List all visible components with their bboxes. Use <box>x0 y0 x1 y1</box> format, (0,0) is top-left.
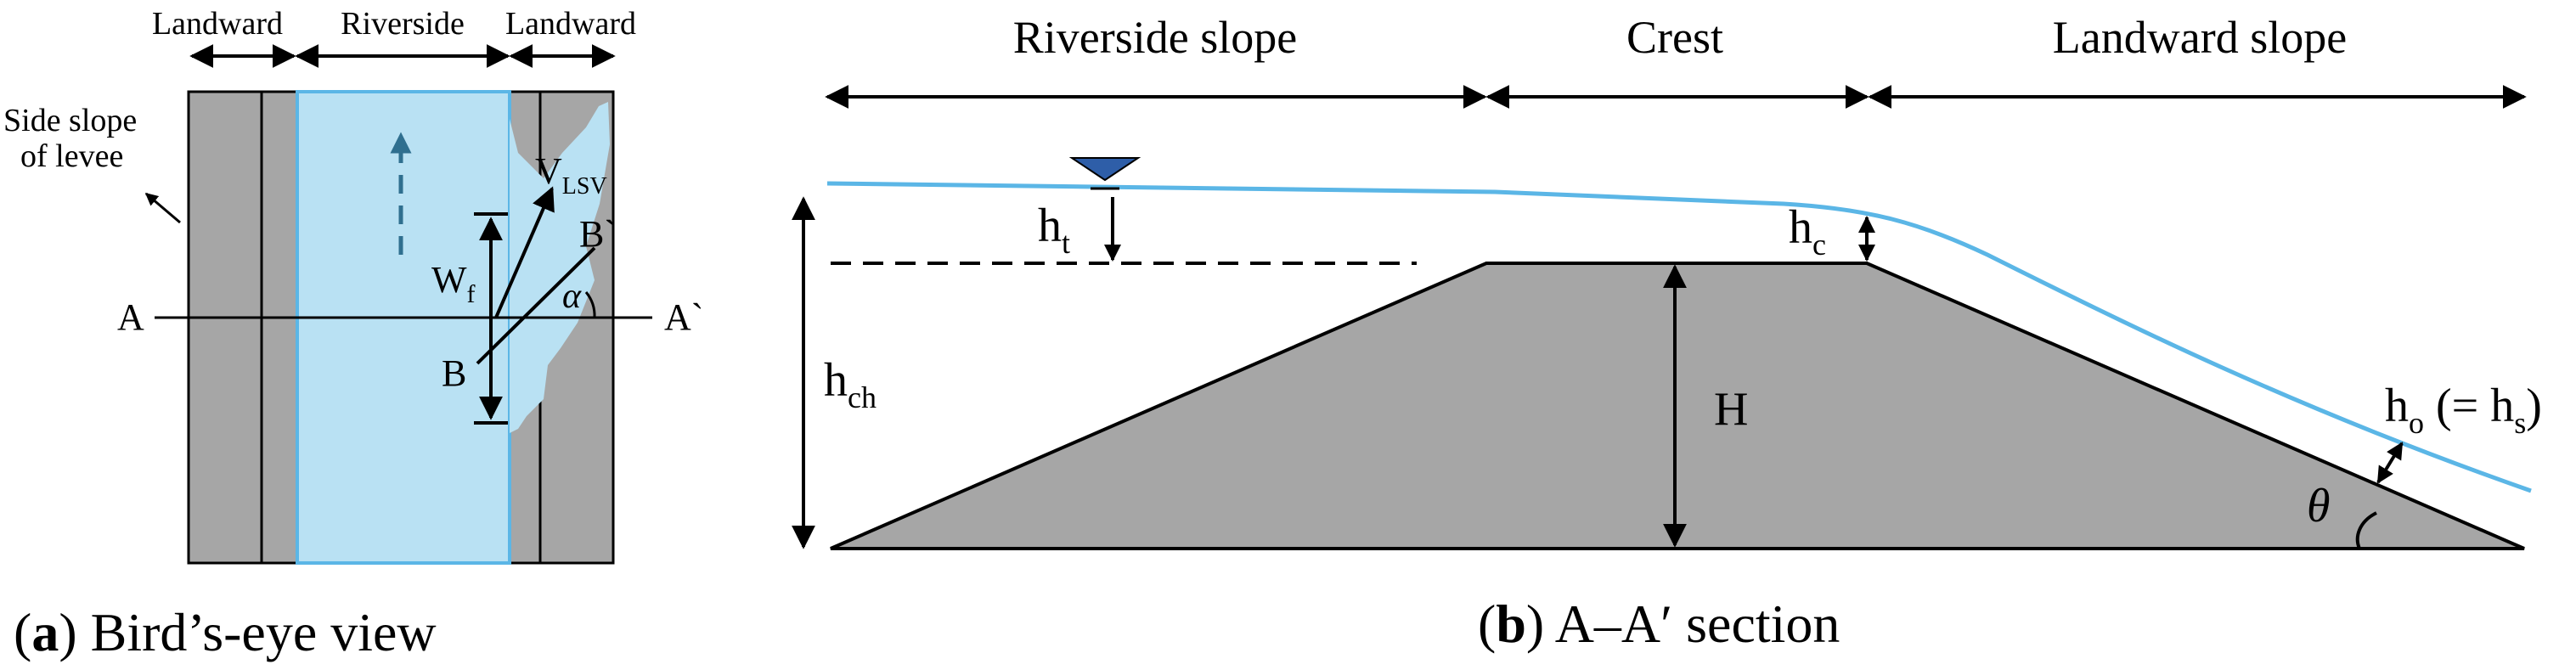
water-level-marker <box>1068 157 1141 182</box>
side-slope-label-line2: of levee <box>20 138 123 174</box>
side-slope-pointer <box>144 192 181 224</box>
breach-line-BB <box>476 246 596 365</box>
label-B: B <box>442 352 466 394</box>
header-landward-left: Landward <box>152 6 283 42</box>
river-channel <box>296 90 511 565</box>
label-B-prime: B` <box>579 213 617 255</box>
label-H: H <box>1714 383 1748 436</box>
water-surface-line <box>826 181 2532 493</box>
label-hch: hch <box>824 354 877 414</box>
label-ho: ho (= hs) <box>2385 380 2542 440</box>
label-theta: θ <box>2307 480 2331 532</box>
velocity-vector <box>494 186 555 318</box>
panel-b: Riverside slope Crest Landward slope ht … <box>792 12 2542 654</box>
header-riverside-slope: Riverside slope <box>1013 12 1297 63</box>
label-VLSV: VLSV <box>535 150 607 200</box>
alpha-arc <box>584 291 596 318</box>
caption-a: (a) Bird’s-eye view <box>14 602 437 662</box>
label-Wf: Wf <box>431 259 476 308</box>
breach-area <box>510 102 610 433</box>
levee-left <box>187 90 299 565</box>
levee-cross-section <box>830 262 2525 550</box>
label-A: A <box>117 296 144 338</box>
header-riverside: Riverside <box>341 6 465 42</box>
caption-b: (b) A–A′ section <box>1478 594 1840 654</box>
side-slope-label-line1: Side slope <box>3 103 137 138</box>
header-landward-slope: Landward slope <box>2053 12 2347 63</box>
header-landward-right: Landward <box>505 6 636 42</box>
label-ht: ht <box>1038 200 1070 260</box>
ho-arrow <box>2376 442 2404 484</box>
panel-a: Landward Riverside Landward A A` Wf VLSV… <box>3 6 703 662</box>
theta-arc <box>2355 511 2377 549</box>
header-crest: Crest <box>1626 12 1723 63</box>
label-alpha: α <box>562 277 582 316</box>
label-A-prime: A` <box>664 296 703 338</box>
label-hc: hc <box>1789 201 1826 262</box>
